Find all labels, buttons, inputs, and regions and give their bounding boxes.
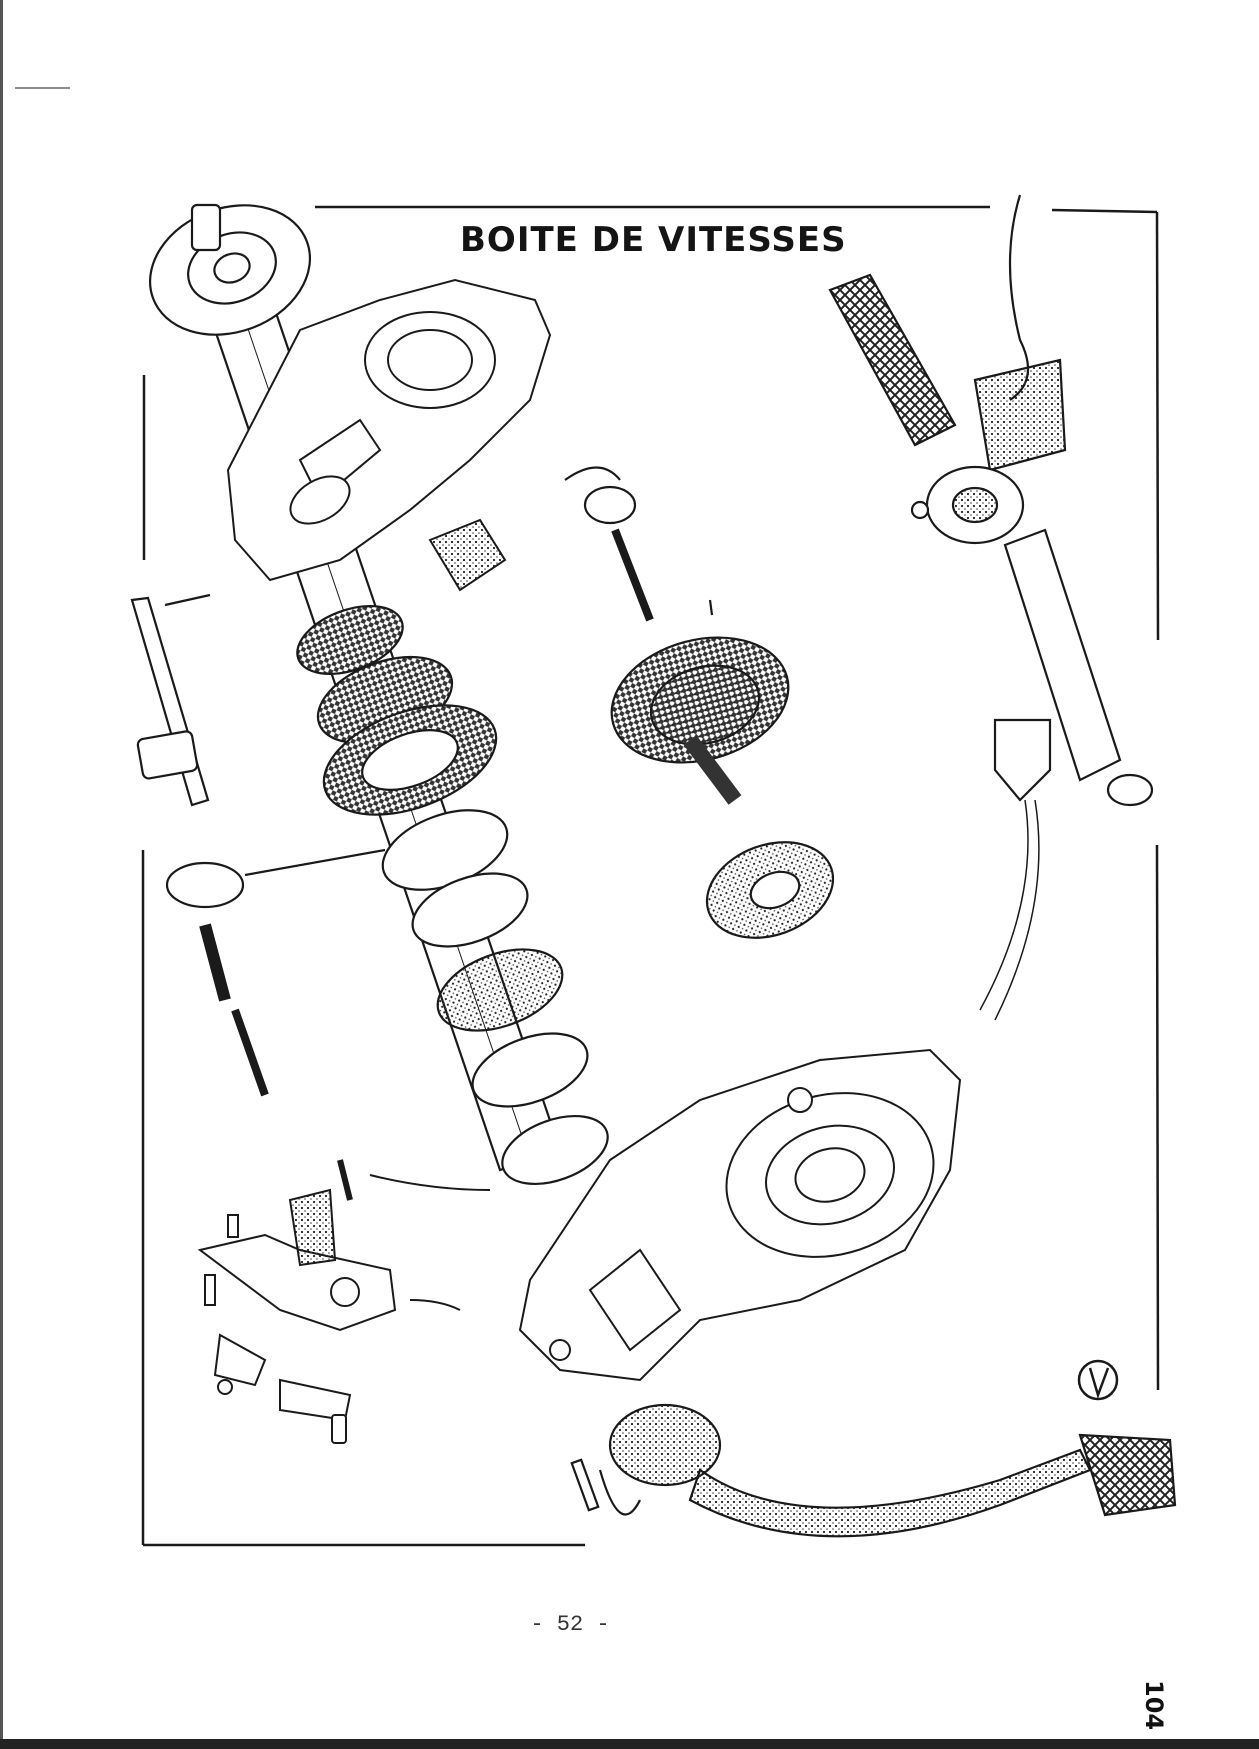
main-gear-stack [296, 605, 609, 1185]
selector-shaft [130, 593, 386, 1097]
frame-lines [15, 87, 1160, 1547]
top-flange [148, 203, 337, 347]
lower-housing [518, 1048, 962, 1382]
lay-shaft-cluster [564, 466, 835, 939]
handlebar-grip [828, 194, 1154, 1021]
scan-bottom-edge [0, 1739, 1259, 1749]
side-number: 104 [1140, 1680, 1168, 1731]
page-title: BOITE DE VITESSES [460, 220, 847, 260]
kick-start-lever [570, 1403, 1177, 1538]
maker-logo [1077, 1359, 1119, 1401]
page-number: - 52 - [530, 1612, 610, 1637]
scan-edge [0, 0, 3, 1749]
shift-mechanism [197, 1159, 491, 1444]
upper-housing [226, 278, 552, 592]
